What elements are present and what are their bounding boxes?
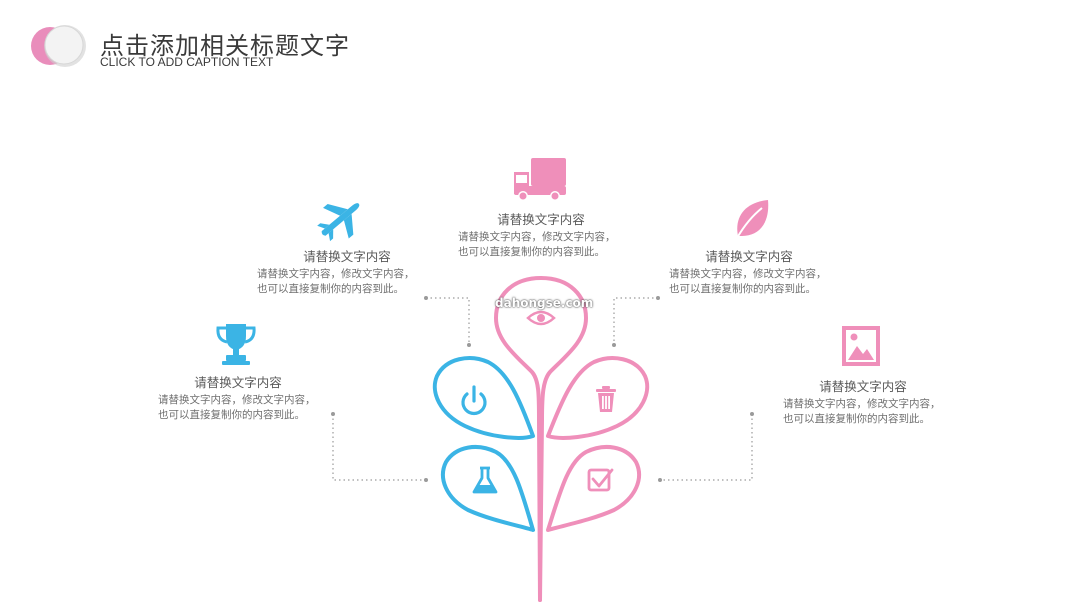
connector-top-left	[426, 297, 470, 345]
pink-trunk	[494, 276, 543, 602]
item-left: 请替换文字内容 请替换文字内容，修改文字内容， 也可以直接复制你的内容到此。	[158, 372, 328, 423]
airplane-icon	[317, 203, 360, 242]
connector-top-right	[613, 297, 658, 345]
leaf-icon	[736, 200, 769, 239]
power-icon	[461, 385, 487, 416]
header-toggle-ornament	[31, 25, 86, 67]
blue-leaf-lower	[441, 444, 535, 532]
picture-icon	[842, 326, 880, 366]
item-top-right: 请替换文字内容 请替换文字内容，修改文字内容， 也可以直接复制你的内容到此。	[669, 246, 839, 297]
connector-left	[332, 414, 426, 481]
page-subtitle: CLICK TO ADD CAPTION TEXT	[100, 55, 274, 69]
watermark: dahongse.com	[495, 296, 594, 310]
item-top-left: 请替换文字内容 请替换文字内容，修改文字内容， 也可以直接复制你的内容到此。	[257, 246, 427, 297]
eye-icon	[526, 310, 556, 326]
blue-leaf-upper	[432, 356, 535, 440]
item-desc: 请替换文字内容，修改文字内容， 也可以直接复制你的内容到此。	[458, 231, 616, 258]
item-title: 请替换文字内容	[705, 249, 793, 264]
checkbox-icon	[587, 468, 614, 492]
pink-leaf-upper	[546, 356, 650, 440]
item-title: 请替换文字内容	[819, 379, 907, 394]
flask-icon	[472, 466, 498, 494]
item-desc: 请替换文字内容，修改文字内容， 也可以直接复制你的内容到此。	[257, 268, 415, 295]
trophy-icon	[216, 324, 256, 365]
pink-leaf-lower	[546, 444, 641, 532]
item-top-center: 请替换文字内容 请替换文字内容，修改文字内容， 也可以直接复制你的内容到此。	[458, 209, 628, 260]
page-title: 点击添加相关标题文字	[100, 32, 350, 60]
item-title: 请替换文字内容	[303, 249, 391, 264]
connector-right	[660, 414, 753, 481]
item-right: 请替换文字内容 请替换文字内容，修改文字内容， 也可以直接复制你的内容到此。	[783, 376, 953, 427]
trash-icon	[596, 386, 616, 412]
item-desc: 请替换文字内容，修改文字内容， 也可以直接复制你的内容到此。	[783, 398, 941, 425]
item-title: 请替换文字内容	[194, 375, 282, 390]
item-desc: 请替换文字内容，修改文字内容， 也可以直接复制你的内容到此。	[158, 394, 316, 421]
connector-lines	[331, 296, 754, 482]
item-title: 请替换文字内容	[497, 212, 585, 227]
item-desc: 请替换文字内容，修改文字内容， 也可以直接复制你的内容到此。	[669, 268, 827, 295]
central-tree	[432, 276, 650, 602]
truck-icon	[514, 158, 566, 201]
